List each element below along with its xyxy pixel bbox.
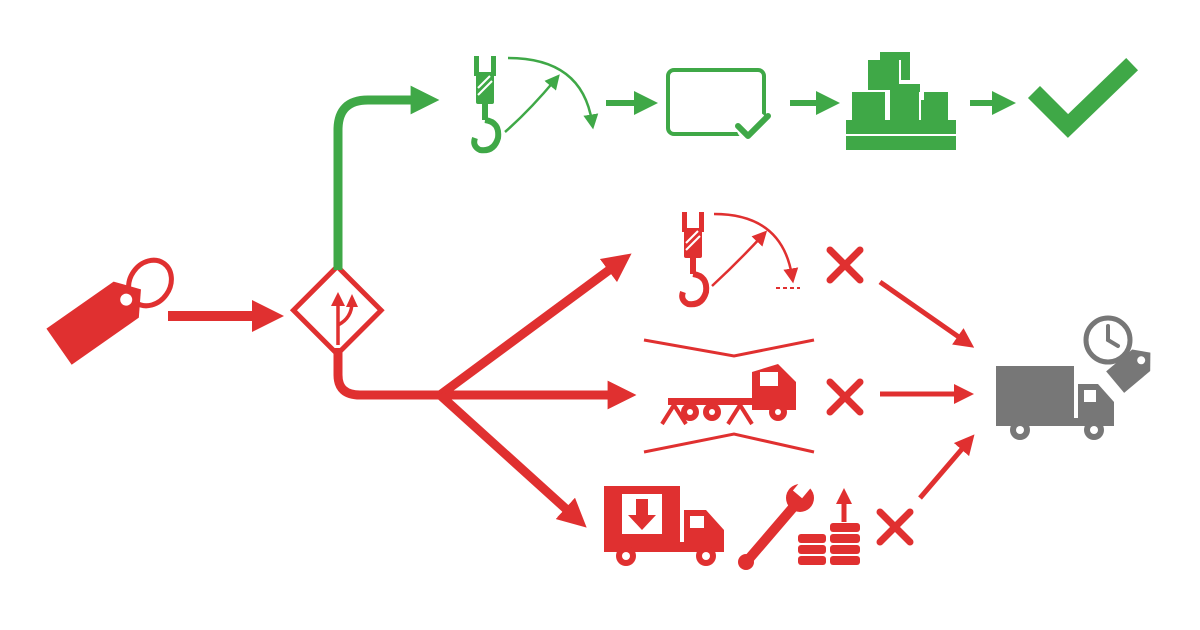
arrow-to-failed-repair (436, 391, 587, 528)
clock-icon (1083, 315, 1133, 365)
checkmark-icon (1027, 57, 1139, 138)
crane-hook-icon (471, 56, 599, 154)
delivery-truck-icon (996, 366, 1114, 440)
fail-x-icon (826, 246, 864, 284)
tow-truck-icon (643, 338, 815, 454)
box-check-icon (666, 68, 771, 142)
arrow-crane-fail-to-end (878, 279, 975, 348)
price-tag-icon (1106, 349, 1151, 393)
fork-road-sign-icon (289, 262, 385, 358)
fail-x-icon (826, 378, 864, 416)
arrow-repair-fail-to-end (918, 434, 975, 500)
stacked-boxes-icon (846, 52, 956, 150)
delivery-truck-icon (604, 486, 724, 566)
arrow-to-failed-crane (437, 253, 632, 399)
success-path-connector (333, 85, 440, 270)
fail-x-icon (876, 508, 914, 546)
failure-path-trunk (333, 348, 440, 400)
price-tag-icon (46, 257, 174, 365)
wrench-icon (738, 479, 814, 570)
crane-hook-icon (679, 212, 800, 308)
coin-stack-icon (798, 488, 860, 565)
